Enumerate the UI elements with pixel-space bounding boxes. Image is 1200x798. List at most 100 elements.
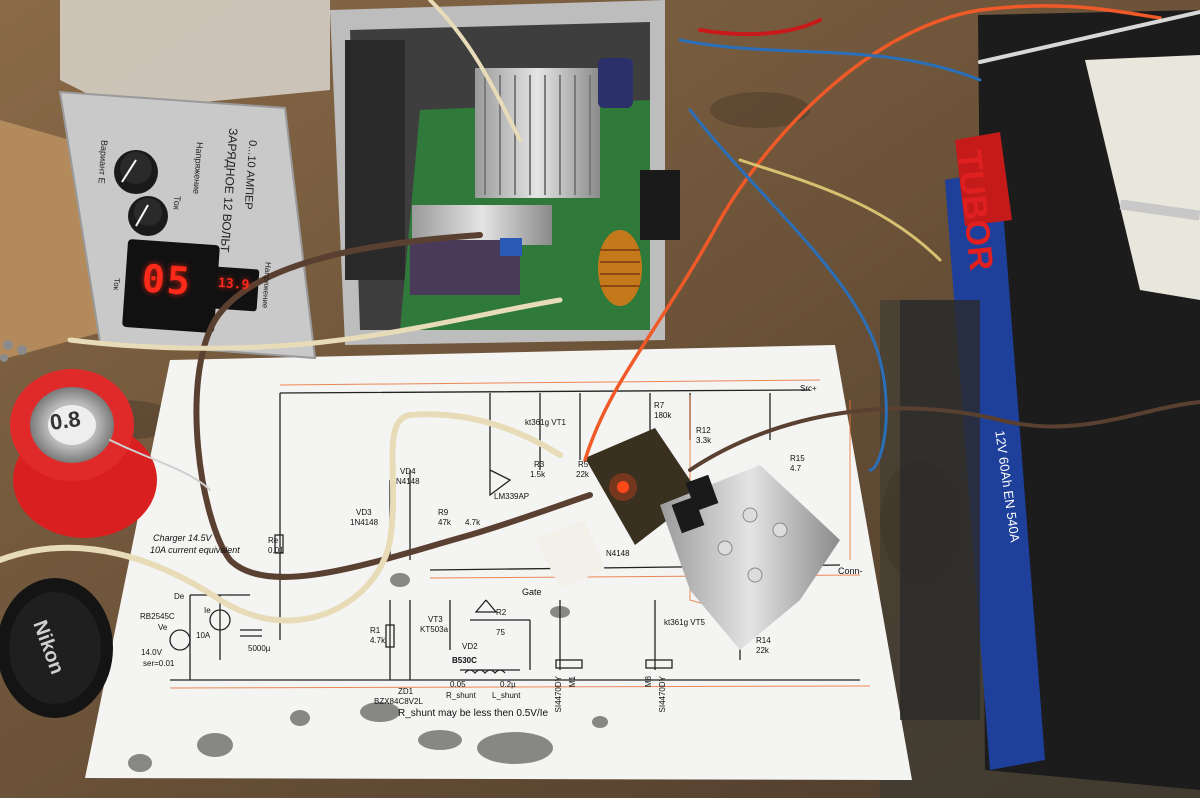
cardboard-top	[60, 0, 330, 110]
sch-footnote: R_shunt may be less then 0.5V/Ie	[398, 708, 549, 719]
sch-r12-val: 3.3k	[696, 436, 712, 445]
voltage-knob	[114, 150, 158, 194]
sch-r-4k7: 4.7k	[465, 518, 481, 527]
sch-ve: Ve	[158, 623, 168, 632]
battery-tray	[900, 300, 980, 720]
sch-m1-val: SI4470DY	[554, 676, 563, 713]
toroid-windings	[600, 249, 640, 287]
sch-r14: R14	[756, 636, 771, 645]
voltmeter-display-bezel	[212, 266, 260, 312]
cables	[0, 0, 1200, 624]
sch-n4148: N4148	[606, 549, 630, 558]
panel-ammeter-label: Ток	[111, 277, 122, 291]
sch-rshunt: R_shunt	[446, 691, 476, 700]
solder-spool-label: 0.8	[48, 405, 83, 436]
sch-r5-val: 22k	[576, 470, 589, 479]
sch-r1: R1	[370, 626, 381, 635]
status-led	[617, 481, 629, 493]
lens-cap-shape	[0, 578, 113, 718]
sch-r9: R9	[438, 508, 449, 517]
sch-r3: R3	[534, 460, 545, 469]
sch-cap: 5000µ	[248, 644, 271, 653]
psu-fan	[345, 40, 405, 280]
voltmeter-reading: 13.9	[217, 275, 250, 294]
sch-lshunt: L_shunt	[492, 691, 521, 700]
cardboard	[0, 120, 110, 360]
sch-r15-val: 4.7	[790, 464, 802, 473]
battery-red-stripe	[955, 132, 1012, 226]
schematic-sheet	[85, 345, 912, 780]
sch-rail-label: Src+	[800, 384, 817, 393]
sch-r7: R7	[654, 401, 665, 410]
sch-r7-val: 180k	[654, 411, 672, 420]
psu-bracket	[640, 170, 680, 240]
wire-cream	[0, 411, 563, 624]
output-heatsink	[660, 465, 840, 650]
psu-toroid-coil	[598, 230, 642, 306]
ammeter-reading: 05	[140, 256, 194, 304]
sch-v-val: 14.0V	[141, 648, 162, 657]
wire-blue	[688, 108, 888, 472]
psu-capacitor	[598, 58, 633, 108]
sch-r2-val: 75	[496, 628, 505, 637]
wire-blue-2	[678, 38, 982, 82]
sch-vt1: kt361g VT1	[525, 418, 566, 427]
solder-wire	[109, 439, 211, 491]
sch-vd2: VD2	[462, 642, 478, 651]
sch-r5: R5	[578, 460, 589, 469]
panel-knob-current-label: Ток	[171, 195, 183, 211]
sch-r12: R12	[696, 426, 711, 435]
sch-r3-val: 1.5k	[530, 470, 546, 479]
sch-vd2-val: B530C	[452, 656, 477, 665]
sch-ie: Ie	[204, 606, 211, 615]
wire-yellow	[738, 158, 942, 262]
wire-cream-top	[428, 0, 522, 142]
psu-trimmer-blue	[500, 238, 522, 256]
sch-note-title: Charger 14.5V	[153, 533, 212, 543]
sch-r14-val: 22k	[756, 646, 769, 655]
sch-vd4: VD4	[400, 467, 416, 476]
wire-brown	[193, 232, 593, 580]
wire-cream-2	[67, 297, 563, 351]
sch-de: De	[174, 592, 185, 601]
shunt-resistor	[535, 520, 605, 588]
sch-vt3: VT3	[428, 615, 443, 624]
sch-vd4-val: N4148	[396, 477, 420, 486]
sch-re-val: 0.01	[268, 546, 284, 555]
sch-gate-label: Gate	[522, 587, 542, 597]
sch-m1: M1	[568, 676, 577, 688]
wire-orange	[583, 4, 1162, 462]
wire-brown-2	[688, 400, 1200, 472]
sch-note-sub: 10A current equivalent	[150, 545, 240, 555]
mosfet-transistors	[671, 474, 719, 534]
sch-vd3-val: 1N4148	[350, 518, 379, 527]
sch-rshunt-val: 0.05	[450, 680, 466, 689]
tweezers	[978, 10, 1200, 64]
wire-red-black	[698, 18, 822, 37]
schematic-smudges	[128, 573, 608, 772]
sch-r15: R15	[790, 454, 805, 463]
sch-r9-val: 47k	[438, 518, 451, 527]
heatsink-bolts	[717, 507, 788, 583]
sch-m8: M8	[644, 676, 653, 688]
sch-vt3-val: KT503a	[420, 625, 449, 634]
tweezers-handle	[1119, 199, 1200, 221]
sch-ic: LM339AP	[494, 492, 530, 501]
sch-zd1: ZD1	[398, 687, 414, 696]
sch-ser: ser=0.01	[143, 659, 175, 668]
heatsink-fins	[484, 75, 591, 195]
sch-zd1-val: BZX84C8V2L	[374, 697, 423, 706]
solder-spool-shape	[10, 369, 157, 538]
sch-lshunt-val: 0.2µ	[500, 680, 516, 689]
sch-m8-val: SI4470DY	[658, 676, 667, 713]
sch-vt5: kt361g VT5	[664, 618, 705, 627]
sch-i-val: 10A	[196, 631, 211, 640]
sch-src-model: RB2545C	[140, 612, 175, 621]
battery-terminal-cover	[1085, 55, 1200, 300]
sch-re: Re	[268, 536, 279, 545]
current-knob	[128, 196, 168, 236]
sch-conn-label: Conn-	[838, 566, 863, 576]
screws	[0, 340, 27, 362]
sch-r2: R2	[496, 608, 507, 617]
